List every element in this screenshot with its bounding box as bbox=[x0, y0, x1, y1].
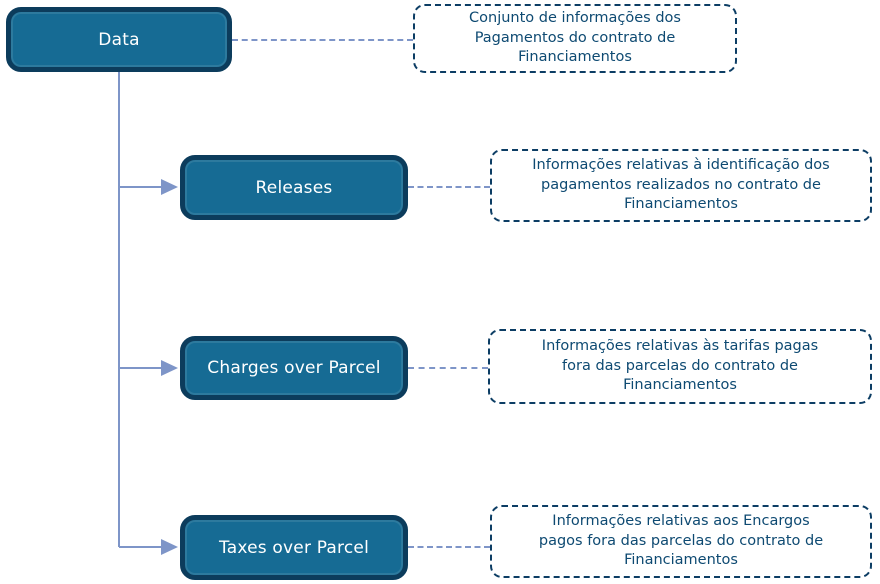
annotation-text: Conjunto de informações dos Pagamentos d… bbox=[469, 10, 681, 66]
branch-line-taxes bbox=[119, 546, 162, 548]
annotation-taxes: Informações relativas aos Encargos pagos… bbox=[490, 505, 872, 578]
annotation-connector-releases bbox=[408, 186, 490, 188]
annotation-connector-charges bbox=[408, 367, 488, 369]
arrow-right-icon bbox=[161, 179, 178, 195]
annotation-charges: Informações relativas às tarifas pagas f… bbox=[488, 329, 872, 404]
node-charges-over-parcel: Charges over Parcel bbox=[180, 336, 408, 400]
node-releases: Releases bbox=[180, 155, 408, 220]
arrow-right-icon bbox=[161, 360, 178, 376]
node-data: Data bbox=[6, 7, 232, 72]
tree-trunk-line bbox=[118, 72, 120, 547]
annotation-data: Conjunto de informações dos Pagamentos d… bbox=[413, 4, 737, 73]
node-label: Releases bbox=[255, 177, 333, 198]
annotation-connector-data bbox=[232, 39, 413, 41]
annotation-connector-taxes bbox=[408, 546, 490, 548]
branch-line-charges bbox=[119, 367, 162, 369]
node-label: Data bbox=[98, 29, 140, 50]
node-label: Charges over Parcel bbox=[207, 358, 381, 378]
node-label: Taxes over Parcel bbox=[218, 537, 369, 558]
node-taxes-over-parcel: Taxes over Parcel bbox=[180, 515, 408, 580]
arrow-right-icon bbox=[161, 539, 178, 555]
annotation-text: Informações relativas à identificação do… bbox=[532, 157, 830, 213]
branch-line-releases bbox=[119, 186, 162, 188]
annotation-releases: Informações relativas à identificação do… bbox=[490, 149, 872, 222]
annotation-text: Informações relativas aos Encargos pagos… bbox=[538, 513, 824, 569]
annotation-text: Informações relativas às tarifas pagas f… bbox=[541, 338, 819, 394]
